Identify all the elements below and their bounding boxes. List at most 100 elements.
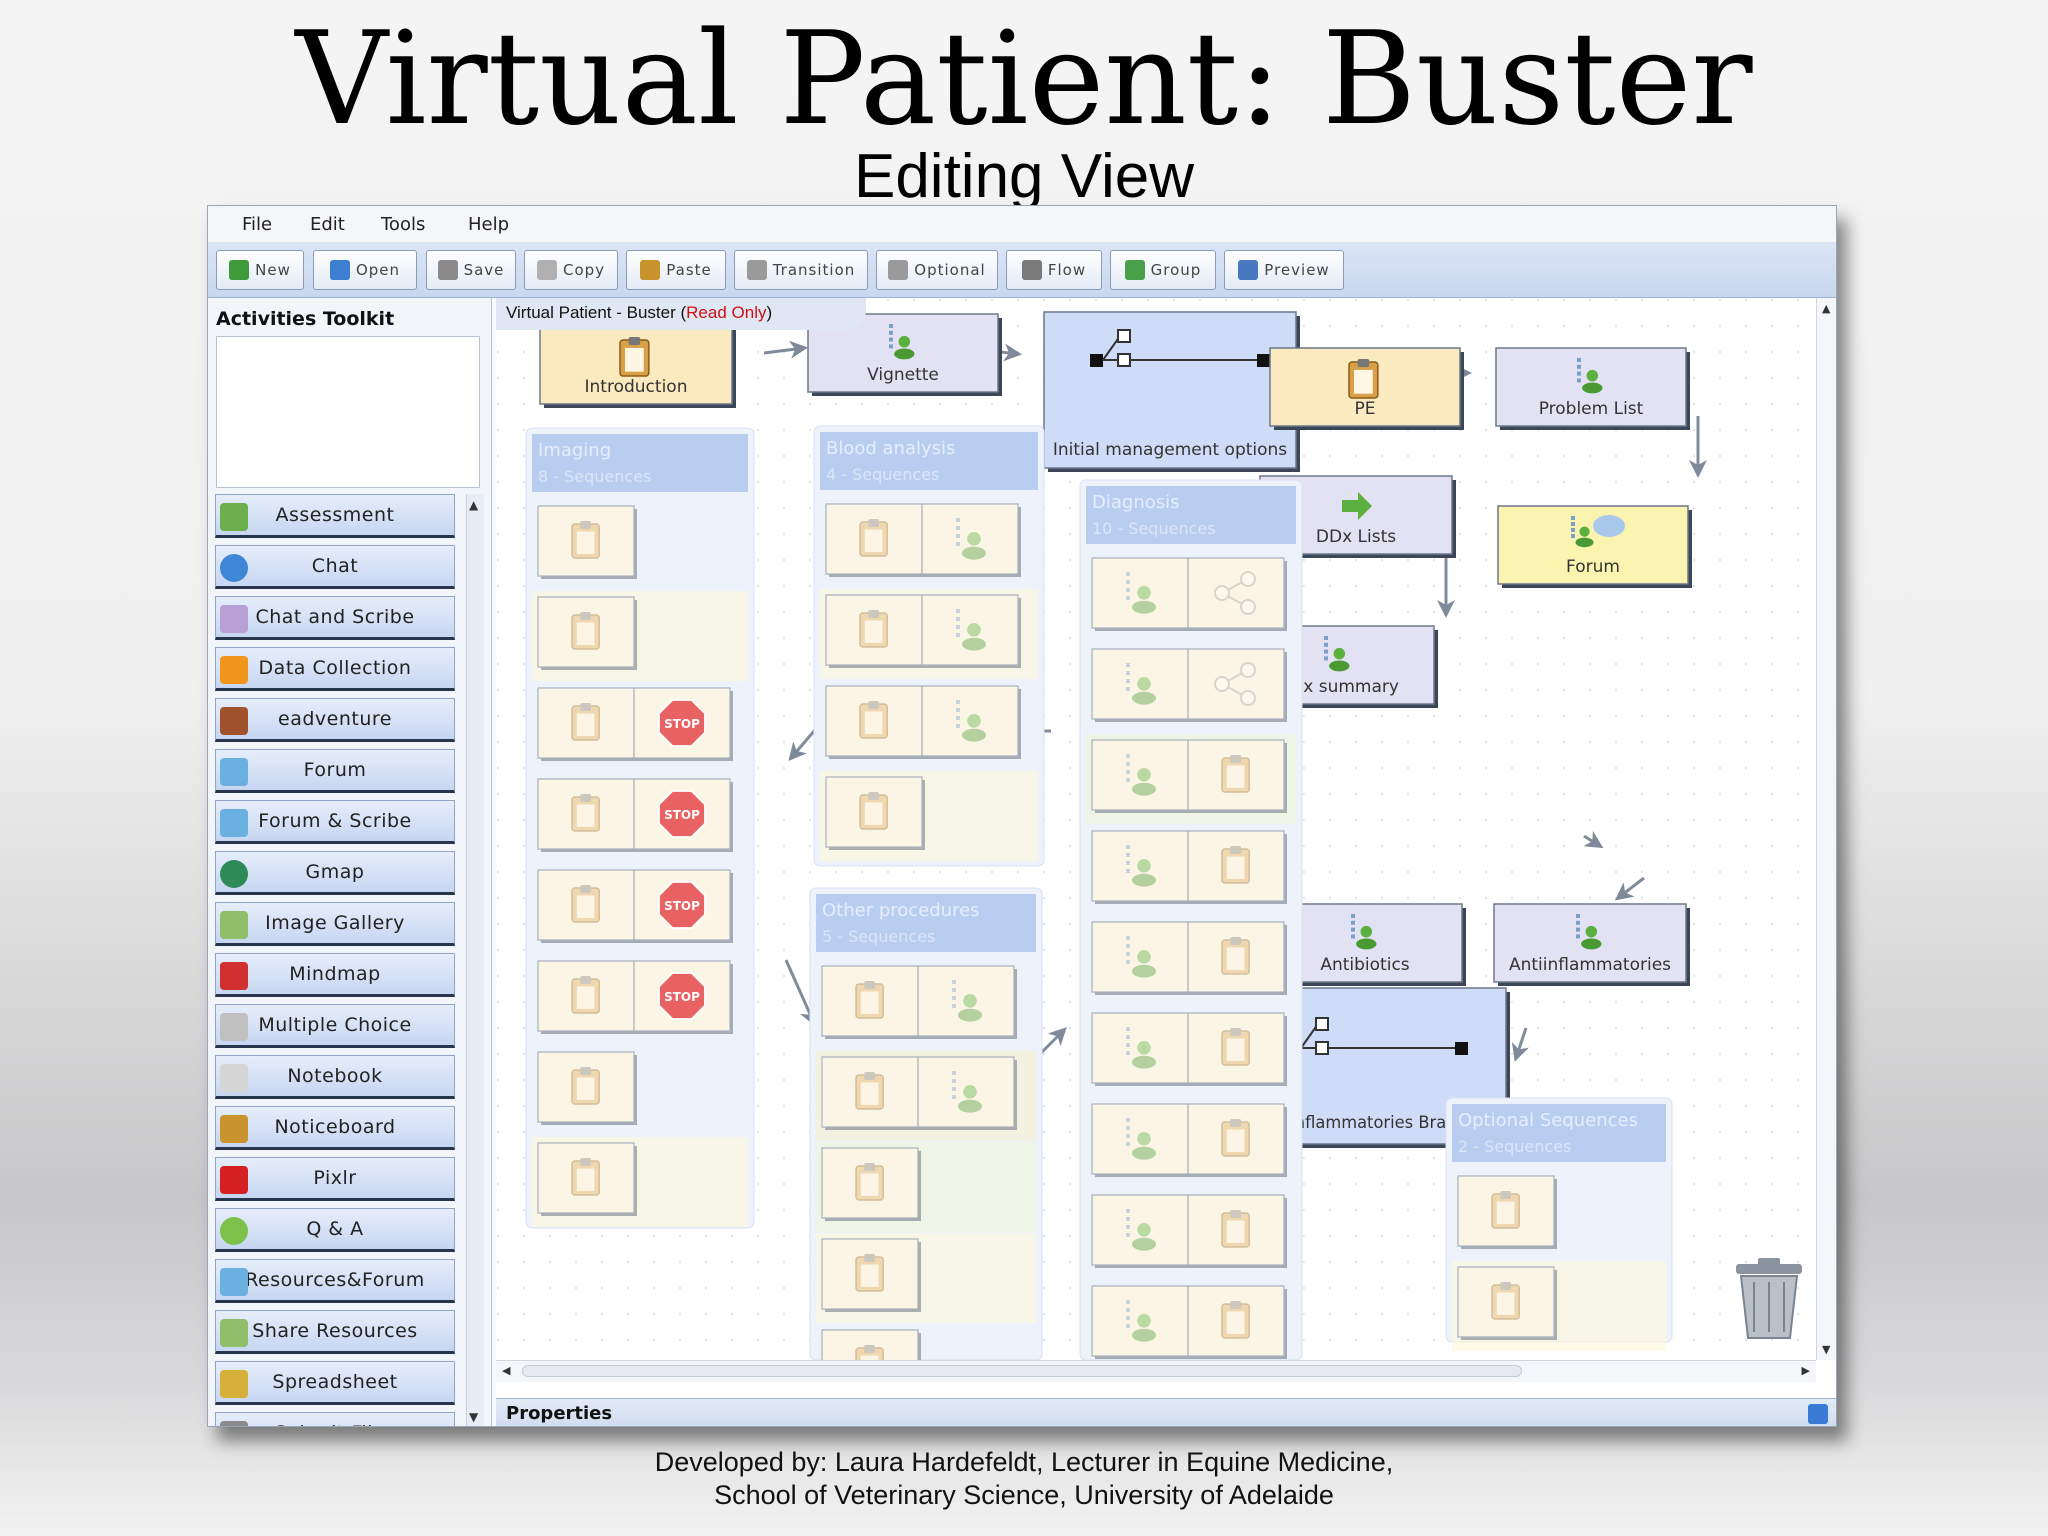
sequence-activity[interactable] — [821, 1329, 921, 1360]
menu-tools[interactable]: Tools — [381, 214, 426, 235]
canvas-scroll-down-icon[interactable]: ▼ — [1822, 1343, 1831, 1356]
menu-edit[interactable]: Edit — [310, 214, 345, 235]
sequence-activity[interactable] — [821, 1056, 921, 1130]
preview-button[interactable]: Preview — [1224, 250, 1344, 290]
trash-can-icon[interactable] — [1736, 1258, 1802, 1339]
scroll-up-arrow-icon[interactable]: ▲ — [469, 498, 479, 512]
activity-assessment[interactable]: Assessment — [215, 494, 455, 538]
sequence-activity[interactable] — [1091, 921, 1191, 995]
sequence-activity[interactable] — [537, 596, 637, 670]
sequence-activity[interactable] — [917, 1056, 1017, 1130]
activity-initial-management[interactable]: Initial management options — [1043, 311, 1300, 472]
canvas-vertical-scrollbar[interactable]: ▲ ▼ — [1816, 298, 1836, 1360]
sequence-activity[interactable] — [821, 1147, 921, 1221]
sequence-activity[interactable] — [1187, 921, 1287, 995]
activity-forum-scribe[interactable]: Forum & Scribe — [215, 800, 455, 844]
activity-antibiotics[interactable]: Antibiotics — [1267, 903, 1466, 986]
paste-button[interactable]: Paste — [626, 250, 726, 290]
activity-antiinflammatories[interactable]: Antiinflammatories — [1493, 903, 1690, 986]
sequence-activity[interactable] — [1187, 1194, 1287, 1268]
sequence-activity[interactable] — [1187, 648, 1287, 722]
sequence-activity[interactable] — [1091, 1285, 1191, 1359]
canvas-horizontal-scrollbar[interactable]: ◀ ▶ — [496, 1360, 1816, 1382]
sequence-activity[interactable] — [537, 505, 637, 579]
new-button[interactable]: New — [216, 250, 304, 290]
sequence-activity[interactable]: STOP — [633, 687, 733, 761]
menu-file[interactable]: File — [242, 214, 273, 235]
sequence-activity[interactable] — [537, 1051, 637, 1125]
sequence-activity[interactable] — [821, 965, 921, 1039]
sequence-activity[interactable] — [537, 960, 637, 1034]
activity-gmap[interactable]: Gmap — [215, 851, 455, 895]
sequence-activity[interactable] — [1091, 830, 1191, 904]
sequence-activity[interactable]: STOP — [633, 778, 733, 852]
activity-notebook[interactable]: Notebook — [215, 1055, 455, 1099]
sequence-activity[interactable] — [821, 1238, 921, 1312]
sequence-activity[interactable] — [1091, 739, 1191, 813]
sequence-activity[interactable] — [1457, 1175, 1557, 1249]
activity-pe[interactable]: PE — [1269, 347, 1464, 430]
sequence-activity[interactable] — [1091, 1194, 1191, 1268]
sequence-activity[interactable] — [1091, 1012, 1191, 1086]
sequence-activity[interactable] — [1187, 1285, 1287, 1359]
sequence-activity[interactable] — [825, 776, 925, 850]
activity-eadventure[interactable]: eadventure — [215, 698, 455, 742]
activity-share-resources[interactable]: Share Resources — [215, 1310, 455, 1354]
sequence-activity[interactable] — [921, 685, 1021, 759]
activity-spreadsheet[interactable]: Spreadsheet — [215, 1361, 455, 1405]
activity-mindmap[interactable]: Mindmap — [215, 953, 455, 997]
activity-chat[interactable]: Chat — [215, 545, 455, 589]
sequence-activity[interactable] — [1187, 557, 1287, 631]
sequence-activity[interactable] — [921, 594, 1021, 668]
expand-properties-icon[interactable] — [1808, 1404, 1828, 1424]
sequence-activity[interactable] — [537, 869, 637, 943]
transition-button[interactable]: Transition — [734, 250, 868, 290]
sequence-activity[interactable] — [1457, 1266, 1557, 1340]
sequence-activity[interactable] — [917, 965, 1017, 1039]
activity-data-collection[interactable]: Data Collection — [215, 647, 455, 691]
activity-q-a[interactable]: Q & A — [215, 1208, 455, 1252]
canvas-horizontal-thumb[interactable] — [522, 1365, 1522, 1377]
sequence-activity[interactable] — [1091, 1103, 1191, 1177]
activity-forum[interactable]: Forum — [1497, 505, 1692, 588]
sequence-tab[interactable]: Virtual Patient - Buster (Read Only) — [496, 298, 866, 330]
canvas-scroll-up-icon[interactable]: ▲ — [1822, 302, 1831, 315]
sequence-activity[interactable] — [825, 503, 925, 577]
sequence-activity[interactable] — [1187, 1012, 1287, 1086]
sequence-activity[interactable] — [921, 503, 1021, 577]
optional-button[interactable]: Optional — [876, 250, 998, 290]
open-button[interactable]: Open — [313, 250, 417, 290]
canvas-scroll-left-icon[interactable]: ◀ — [502, 1364, 511, 1377]
activity-introduction[interactable]: Introduction — [539, 325, 736, 408]
activity-resources-forum[interactable]: Resources&Forum — [215, 1259, 455, 1303]
sequence-activity[interactable] — [1091, 557, 1191, 631]
sequence-activity[interactable] — [825, 594, 925, 668]
save-button[interactable]: Save — [426, 250, 516, 290]
activity-chat-and-scribe[interactable]: Chat and Scribe — [215, 596, 455, 640]
sequence-activity[interactable] — [1187, 1103, 1287, 1177]
activity-problem-list[interactable]: Problem List — [1495, 347, 1690, 430]
activity-pixlr[interactable]: Pixlr — [215, 1157, 455, 1201]
activity-multiple-choice[interactable]: Multiple Choice — [215, 1004, 455, 1048]
menu-help[interactable]: Help — [468, 214, 510, 235]
activity-noticeboard[interactable]: Noticeboard — [215, 1106, 455, 1150]
activity-image-gallery[interactable]: Image Gallery — [215, 902, 455, 946]
activity-submit-files[interactable]: Submit Files — [215, 1412, 455, 1426]
canvas-scroll-right-icon[interactable]: ▶ — [1801, 1364, 1810, 1377]
flow-button[interactable]: Flow — [1006, 250, 1102, 290]
sequence-activity[interactable] — [537, 687, 637, 761]
scroll-down-arrow-icon[interactable]: ▼ — [469, 1410, 479, 1424]
sequence-activity[interactable]: STOP — [633, 960, 733, 1034]
sequence-activity[interactable] — [537, 778, 637, 852]
sequence-activity[interactable] — [1187, 739, 1287, 813]
sequence-activity[interactable] — [537, 1142, 637, 1216]
copy-button[interactable]: Copy — [524, 250, 618, 290]
activity-forum[interactable]: Forum — [215, 749, 455, 793]
